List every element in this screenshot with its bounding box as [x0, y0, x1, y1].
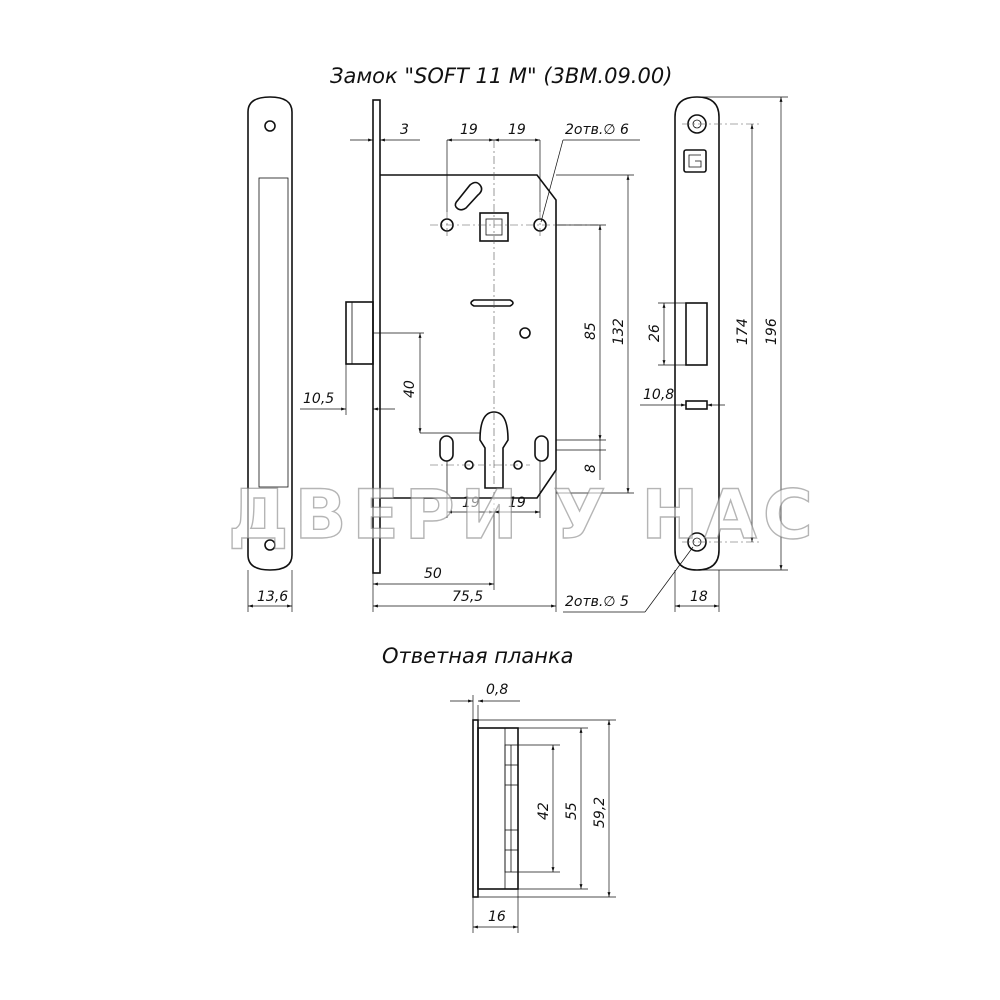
lock-title: Замок "SOFT 11 М" (3ВМ.09.00) [330, 64, 672, 88]
lock-dimensions: 3 19 19 2отв.∅ 6 85 132 8 40 10,5 [300, 100, 694, 613]
dim-18: 18 [690, 589, 708, 605]
dim-19-top-left: 19 [460, 122, 478, 138]
dim-196: 196 [764, 318, 780, 345]
left-faceplate: 13,6 [247, 96, 293, 612]
dim-132: 132 [611, 318, 627, 345]
dim-10-8: 10,8 [643, 387, 674, 403]
dim-174: 174 [735, 318, 751, 345]
dim-19-top-right: 19 [508, 122, 526, 138]
watermark: ДВЕРИ У НАС [228, 476, 819, 555]
strike-title: Ответная планка [382, 644, 574, 668]
dim-75-5: 75,5 [452, 589, 483, 605]
label-2-holes-6: 2отв.∅ 6 [565, 122, 629, 138]
strike-plate [472, 719, 519, 898]
strike-dimensions: 0,8 42 55 59,2 16 [450, 682, 616, 933]
dim-3: 3 [400, 122, 409, 138]
dim-85: 85 [583, 322, 599, 340]
dim-50: 50 [424, 566, 442, 582]
dim-40: 40 [402, 380, 418, 398]
g-logo-icon [683, 149, 707, 173]
dim-0-8: 0,8 [486, 682, 508, 698]
dim-26: 26 [647, 324, 663, 342]
faceplate-dimensions: 26 10,8 174 196 18 [640, 96, 788, 612]
dim-8: 8 [583, 464, 599, 473]
dim-19-bottom-right: 19 [508, 495, 526, 511]
dim-55: 55 [564, 802, 580, 820]
dim-13-6: 13,6 [257, 589, 288, 605]
dim-42: 42 [536, 802, 552, 820]
dim-16: 16 [488, 909, 506, 925]
label-2-holes-5: 2отв.∅ 5 [565, 594, 629, 610]
right-faceplate [674, 96, 760, 571]
dim-10-5: 10,5 [303, 391, 334, 407]
dim-19-bottom-left: 19 [462, 495, 480, 511]
dim-59-2: 59,2 [592, 797, 608, 828]
